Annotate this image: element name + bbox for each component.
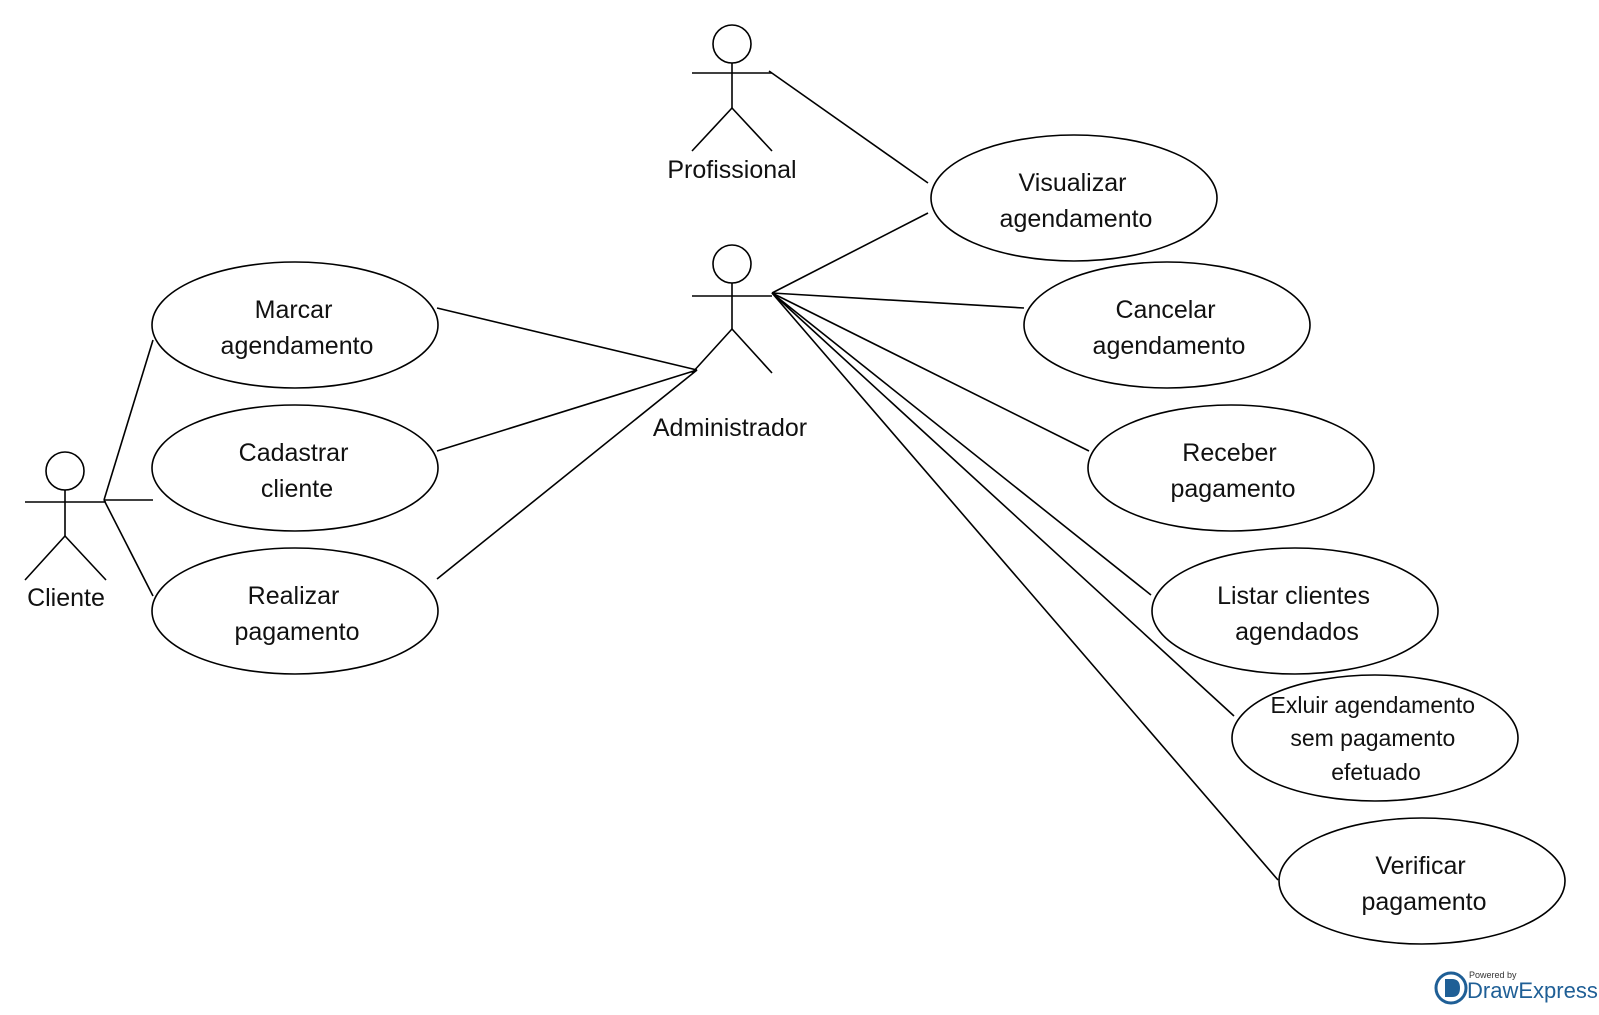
assoc-admin-cadastrar — [436, 369, 698, 452]
watermark-powered-by: Powered by — [1469, 970, 1517, 980]
actor-leg-right — [731, 328, 773, 374]
use-case-label: Cadastrar cliente — [239, 439, 356, 503]
use-case-ellipse — [151, 404, 439, 532]
use-case-listar-clientes-agendados: Listar clientes agendados — [1151, 547, 1439, 675]
use-case-label-line: Cadastrar — [239, 439, 349, 467]
assoc-admin-marcar — [436, 307, 698, 371]
drawexpress-logo-icon — [1434, 971, 1468, 1005]
use-case-label: Visualizar agendamento — [1000, 169, 1153, 233]
use-case-label-line: Marcar — [255, 296, 333, 324]
use-case-ellipse — [1151, 547, 1439, 675]
use-case-marcar-agendamento: Marcar agendamento — [151, 261, 439, 389]
use-case-label-line: pagamento — [234, 618, 359, 646]
use-case-label-line: Verificar — [1375, 852, 1465, 880]
actor-leg-right — [64, 535, 107, 581]
assoc-admin-excluir — [771, 292, 1235, 717]
use-case-label-line: cliente — [261, 475, 333, 503]
assoc-cliente-marcar — [103, 339, 154, 501]
use-case-label: Realizar pagamento — [234, 582, 359, 646]
use-case-label-line: pagamento — [1170, 475, 1295, 503]
use-case-label-line: sem pagamento — [1290, 725, 1455, 751]
use-case-receber-pagamento: Receber pagamento — [1087, 404, 1375, 532]
use-case-label-line: Receber — [1182, 439, 1277, 467]
actor-leg-right — [731, 107, 773, 152]
actor-head — [712, 24, 752, 64]
associations — [103, 70, 1279, 881]
use-case-ellipse — [151, 547, 439, 675]
actor-leg-left — [691, 107, 733, 152]
actor-leg-left — [691, 328, 733, 374]
assoc-cliente-realizar — [103, 499, 154, 597]
use-case-ellipse — [1231, 674, 1519, 802]
use-case-label-line: agendamento — [1000, 205, 1153, 233]
watermark-brand-express: Express — [1518, 978, 1597, 1003]
use-case-verificar-pagamento: Verificar pagamento — [1278, 817, 1566, 945]
use-case-ellipse — [930, 134, 1218, 262]
assoc-admin-cancelar — [771, 292, 1025, 309]
use-case-label: Listar clientes agendados — [1217, 582, 1377, 646]
actor-cliente: Cliente — [24, 451, 107, 612]
assoc-admin-verificar — [771, 292, 1279, 881]
use-case-ellipse — [151, 261, 439, 389]
use-case-ellipse — [1087, 404, 1375, 532]
use-case-ellipse — [1278, 817, 1566, 945]
actor-head — [45, 451, 85, 491]
use-case-label-line: Listar clientes — [1217, 582, 1370, 610]
assoc-admin-visualizar — [771, 212, 929, 294]
use-case-visualizar-agendamento: Visualizar agendamento — [930, 134, 1218, 262]
actor-label-profissional: Profissional — [667, 156, 796, 184]
actor-administrador: Administrador — [653, 244, 807, 442]
use-case-label-line: pagamento — [1361, 888, 1486, 916]
assoc-admin-listar — [771, 292, 1152, 596]
use-case-label-line: Realizar — [248, 582, 340, 610]
use-case-label: Cancelar agendamento — [1093, 296, 1246, 360]
actor-label-administrador: Administrador — [653, 414, 807, 442]
use-case-label: Exluir agendamento sem pagamento efetuad… — [1271, 692, 1482, 785]
use-case-label-line: Cancelar — [1115, 296, 1215, 324]
actor-profissional: Profissional — [667, 24, 797, 184]
actor-head — [712, 244, 752, 284]
use-case-label-line: Visualizar — [1019, 169, 1127, 197]
drawexpress-watermark: Powered by DrawExpress — [1434, 970, 1598, 1005]
actor-leg-left — [24, 535, 66, 581]
use-case-label-line: agendamento — [221, 332, 374, 360]
use-case-cancelar-agendamento: Cancelar agendamento — [1023, 261, 1311, 389]
watermark-brand: DrawExpress — [1467, 978, 1598, 1003]
use-case-excluir-agendamento: Exluir agendamento sem pagamento efetuad… — [1231, 674, 1519, 802]
use-case-label: Verificar pagamento — [1361, 852, 1486, 916]
use-case-label-line: agendados — [1235, 618, 1359, 646]
use-case-ellipse — [1023, 261, 1311, 389]
use-case-label-line: efetuado — [1331, 759, 1421, 785]
assoc-admin-receber — [771, 292, 1090, 452]
assoc-admin-realizar — [436, 369, 698, 580]
watermark-brand-draw: Draw — [1467, 978, 1518, 1003]
use-case-realizar-pagamento: Realizar pagamento — [151, 547, 439, 675]
assoc-profissional-visualizar — [768, 70, 929, 184]
use-case-label: Receber pagamento — [1170, 439, 1295, 503]
actor-label-cliente: Cliente — [27, 584, 105, 612]
use-case-label-line: Exluir agendamento — [1271, 692, 1476, 718]
use-case-label-line: agendamento — [1093, 332, 1246, 360]
use-case-label: Marcar agendamento — [221, 296, 374, 360]
use-case-cadastrar-cliente: Cadastrar cliente — [151, 404, 439, 532]
